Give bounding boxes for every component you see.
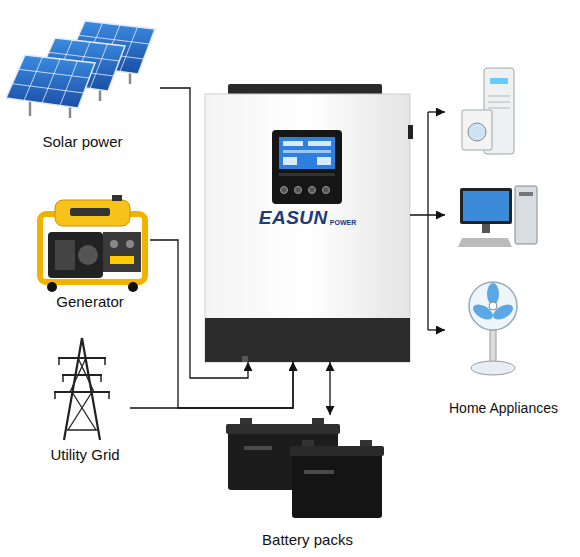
utility-tower-illustration bbox=[54, 338, 110, 440]
inverter-unit: EASUNPOWER bbox=[205, 84, 410, 362]
monitor bbox=[460, 188, 512, 224]
power-connector bbox=[130, 362, 293, 408]
fan-guard bbox=[469, 282, 517, 330]
wheel bbox=[128, 282, 138, 292]
keyboard bbox=[458, 238, 512, 247]
lcd-segment bbox=[283, 150, 331, 153]
branch-arrow bbox=[428, 111, 445, 112]
solar-source: Solar power bbox=[5, 15, 160, 152]
terminal bbox=[360, 440, 372, 447]
solar-panel-illustration bbox=[6, 21, 155, 118]
power-connector bbox=[160, 88, 248, 378]
terminal bbox=[312, 418, 324, 425]
ac-vent bbox=[488, 96, 510, 108]
fan-hub bbox=[489, 302, 497, 310]
button bbox=[309, 187, 316, 194]
insulator bbox=[55, 358, 109, 399]
battery-illustration bbox=[226, 418, 384, 518]
brand-logo: POWER bbox=[330, 219, 356, 226]
fan-pole bbox=[490, 330, 496, 364]
battery-bank: Battery packs bbox=[220, 415, 395, 550]
button bbox=[281, 187, 288, 194]
fan-base bbox=[471, 361, 515, 375]
battery-lid bbox=[226, 424, 340, 434]
cable-port bbox=[242, 356, 248, 362]
tower-bracing bbox=[67, 358, 97, 430]
caption-label: Battery packs bbox=[262, 531, 353, 548]
grid-source: Utility Grid bbox=[40, 335, 130, 465]
tower-leg bbox=[64, 338, 100, 440]
appliance-load: Home Appliances bbox=[445, 60, 562, 418]
generator-illustration bbox=[40, 195, 145, 292]
battery-marking bbox=[244, 446, 272, 450]
branch-arrow bbox=[428, 329, 445, 330]
monitor-screen bbox=[463, 191, 509, 221]
battery-lid bbox=[290, 446, 384, 456]
lcd-segment bbox=[283, 141, 303, 146]
panel-switch bbox=[110, 256, 134, 264]
lcd-screen bbox=[279, 137, 335, 169]
tank-badge bbox=[70, 208, 110, 216]
appliance-illustration bbox=[458, 68, 537, 375]
fuel-cap bbox=[112, 195, 122, 201]
outlet bbox=[110, 240, 118, 248]
wheel bbox=[47, 282, 57, 292]
caption-label: Solar power bbox=[42, 133, 122, 150]
terminal bbox=[240, 418, 252, 425]
washing-machine bbox=[462, 110, 492, 150]
ac-display bbox=[490, 78, 508, 84]
battery-marking bbox=[304, 470, 334, 474]
button bbox=[295, 187, 302, 194]
bus-wire bbox=[427, 112, 428, 330]
engine-block bbox=[48, 232, 103, 278]
power-connector bbox=[410, 214, 445, 215]
bottom-band bbox=[205, 318, 410, 362]
brand-logo: EASUN bbox=[259, 208, 328, 229]
caption-label: Generator bbox=[56, 293, 124, 310]
lcd-segment bbox=[317, 157, 331, 165]
engine-detail bbox=[55, 240, 75, 270]
distribution-wire bbox=[428, 112, 445, 330]
button bbox=[323, 187, 330, 194]
engine-detail bbox=[78, 245, 98, 265]
power-connector bbox=[329, 362, 330, 415]
terminal bbox=[302, 440, 314, 447]
battery-case bbox=[292, 450, 382, 518]
solar-panel bbox=[6, 55, 95, 118]
monitor-stand bbox=[482, 224, 490, 233]
control-panel bbox=[103, 232, 141, 272]
caption-label: Utility Grid bbox=[50, 446, 119, 463]
inverter-illustration bbox=[205, 84, 413, 362]
drive-bay bbox=[519, 192, 533, 196]
power-switch bbox=[408, 125, 413, 139]
lcd-segment bbox=[308, 141, 331, 146]
inverter-housing bbox=[205, 94, 410, 362]
power-connector bbox=[150, 240, 293, 408]
fuel-tank bbox=[55, 200, 130, 226]
display-bezel bbox=[272, 130, 342, 204]
led-strip bbox=[279, 173, 335, 176]
washer-door bbox=[468, 123, 486, 141]
outlet bbox=[126, 240, 134, 248]
caption-label: Home Appliances bbox=[449, 400, 558, 416]
lcd-segment bbox=[283, 157, 297, 165]
pc-tower bbox=[515, 186, 537, 244]
generator-source: Generator bbox=[30, 190, 150, 312]
